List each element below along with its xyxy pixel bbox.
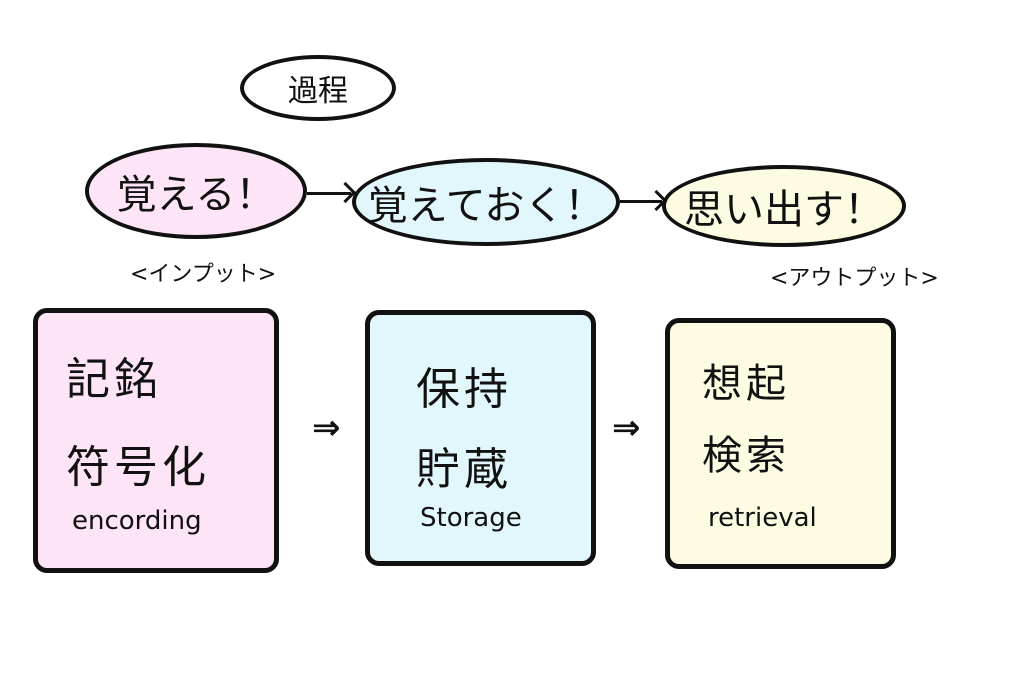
english-term: retrieval [708, 503, 817, 533]
input-label: <インプット> [130, 262, 277, 287]
arrow-icon [307, 192, 351, 195]
stage-box-retrieval: 想起 検索 retrieval [665, 318, 896, 569]
term: 符号化 [66, 442, 210, 493]
stage-box-encoding: 記銘 符号化 encording [33, 308, 279, 573]
stage-phrase: 覚える！ [116, 172, 276, 218]
stage-phrase: 思い出す！ [684, 187, 884, 233]
double-arrow-icon: ⇒ [612, 408, 641, 448]
english-term: Storage [420, 503, 522, 533]
term: 記銘 [66, 354, 162, 405]
english-term: encording [72, 506, 202, 536]
stage-bubble-store: 覚えておく！ [352, 158, 620, 246]
term: 検索 [702, 433, 790, 479]
title-bubble: 過程 [240, 55, 396, 121]
double-arrow-icon: ⇒ [312, 408, 341, 448]
term: 保持 [416, 364, 512, 415]
output-label: <アウトプット> [770, 266, 939, 291]
stage-bubble-retrieve: 思い出す！ [662, 165, 906, 247]
arrow-icon [620, 200, 662, 203]
stage-phrase: 覚えておく！ [367, 183, 605, 229]
stage-box-storage: 保持 貯蔵 Storage [365, 310, 596, 566]
title-text: 過程 [288, 74, 348, 109]
term: 貯蔵 [416, 444, 512, 495]
term: 想起 [702, 361, 790, 407]
stage-bubble-encode: 覚える！ [85, 143, 307, 239]
